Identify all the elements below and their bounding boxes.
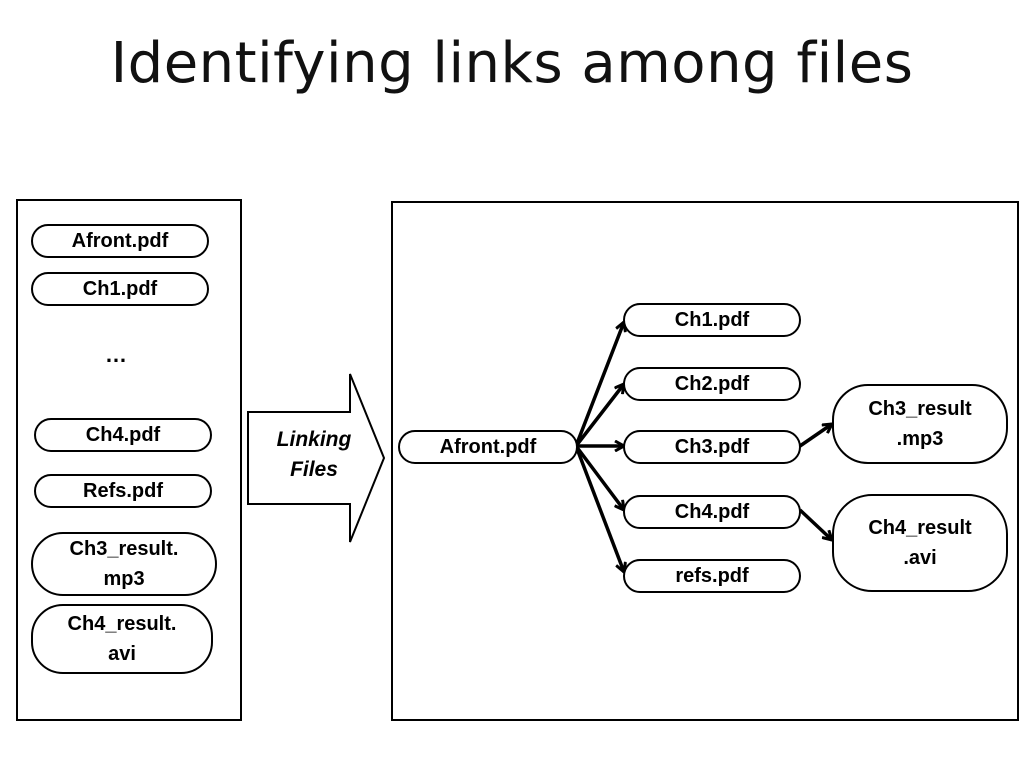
file-ch3-result-line2: mp3 [103,568,145,590]
node-refs-pdf: refs.pdf [623,559,801,593]
node-ch3-result-mp3: Ch3_result .mp3 [832,384,1008,464]
linking-label-line2: Files [290,458,338,481]
node-ch4-pdf: Ch4.pdf [623,495,801,529]
linking-arrow-icon [247,373,386,543]
edge-afront-ch2 [574,384,624,448]
file-ch4-result-avi: Ch4_result. avi [31,604,213,674]
file-ch4-result-line2: avi [108,643,136,665]
node-ch3-result-line1: Ch3_result [868,398,972,420]
node-ch3-pdf: Ch3.pdf [623,430,801,464]
node-ch4-result-line2: .avi [903,547,937,569]
node-ch4-result-line1: Ch4_result [868,517,972,539]
file-ch3-result-mp3: Ch3_result. mp3 [31,532,217,596]
file-afront-pdf: Afront.pdf [31,224,209,258]
file-ch4-pdf: Ch4.pdf [34,418,212,452]
node-afront-pdf: Afront.pdf [398,430,578,464]
linking-label-line1: Linking [276,428,352,451]
file-ch3-result-line1: Ch3_result. [69,538,179,560]
edge-afront-refs [574,445,624,572]
slide-title: Identifying links among files [110,31,914,96]
edge-ch3-result [799,424,832,448]
file-refs-pdf: Refs.pdf [34,474,212,508]
edge-ch4-result [798,508,832,540]
edge-afront-ch4 [574,444,624,510]
file-ch1-pdf: Ch1.pdf [31,272,209,306]
node-ch4-result-avi: Ch4_result .avi [832,494,1008,592]
node-ch2-pdf: Ch2.pdf [623,367,801,401]
ellipsis: … [105,342,127,367]
node-ch3-result-line2: .mp3 [896,428,944,450]
linking-files-label: Linking Files [256,425,372,485]
edge-afront-ch1 [574,322,624,447]
file-ch4-result-line1: Ch4_result. [67,613,177,635]
node-ch1-pdf: Ch1.pdf [623,303,801,337]
